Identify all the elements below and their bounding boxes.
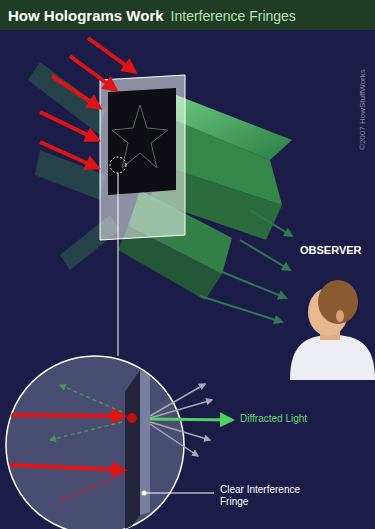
title: How Holograms Work <box>8 7 164 24</box>
magnified-view-part-part <box>10 415 124 416</box>
watermark: ©2007 HowStuffWorks <box>358 69 368 150</box>
magnified-view-part-part <box>10 465 124 470</box>
light-rays-part <box>250 210 292 236</box>
magnified-view-part-part-part <box>50 422 122 440</box>
magnified-view-part-part <box>50 385 122 440</box>
light-rays-part <box>222 272 286 298</box>
light-rays-part <box>240 240 290 270</box>
reference-beams-part <box>52 76 100 108</box>
magnified-view-part <box>150 419 232 420</box>
observer-figure-part <box>318 280 358 324</box>
reference-beams-part <box>88 38 135 72</box>
reference-beams <box>40 38 135 168</box>
hologram-plate-part <box>110 157 126 173</box>
light-rays <box>200 210 292 322</box>
reference-beams-part <box>40 112 98 140</box>
hologram-plate-part <box>100 75 185 240</box>
observer-figure <box>290 280 375 380</box>
magnified-view-part-part <box>127 413 137 423</box>
subtitle: Interference Fringes <box>171 8 296 25</box>
magnified-view-part <box>6 356 184 529</box>
magnified-view-part <box>10 370 150 529</box>
magnified-view <box>6 356 232 529</box>
light-rays-part <box>200 296 282 322</box>
observer-figure-part <box>336 310 344 322</box>
reference-beams-part <box>40 142 98 168</box>
magnified-view-part-part <box>150 424 198 456</box>
observer-figure-part <box>290 335 375 380</box>
hologram-plate <box>100 75 185 240</box>
fringe-label: Clear Interference Fringe <box>220 484 325 508</box>
hologram-plate-part <box>112 105 168 168</box>
magnified-view-part-part <box>150 422 210 440</box>
magnified-view-part-part <box>150 384 205 416</box>
magnified-view-part-part <box>125 370 140 529</box>
zoom-line <box>118 173 119 356</box>
reference-beams-part <box>70 56 116 90</box>
magnified-view-part-part <box>60 475 122 500</box>
diffracted-light-label: Diffracted Light <box>240 413 307 425</box>
observer-label: OBSERVER <box>300 244 362 257</box>
magnified-view-part-part <box>150 400 212 418</box>
magnified-view-part <box>144 493 214 494</box>
magnified-view-part-part-part <box>60 385 122 412</box>
